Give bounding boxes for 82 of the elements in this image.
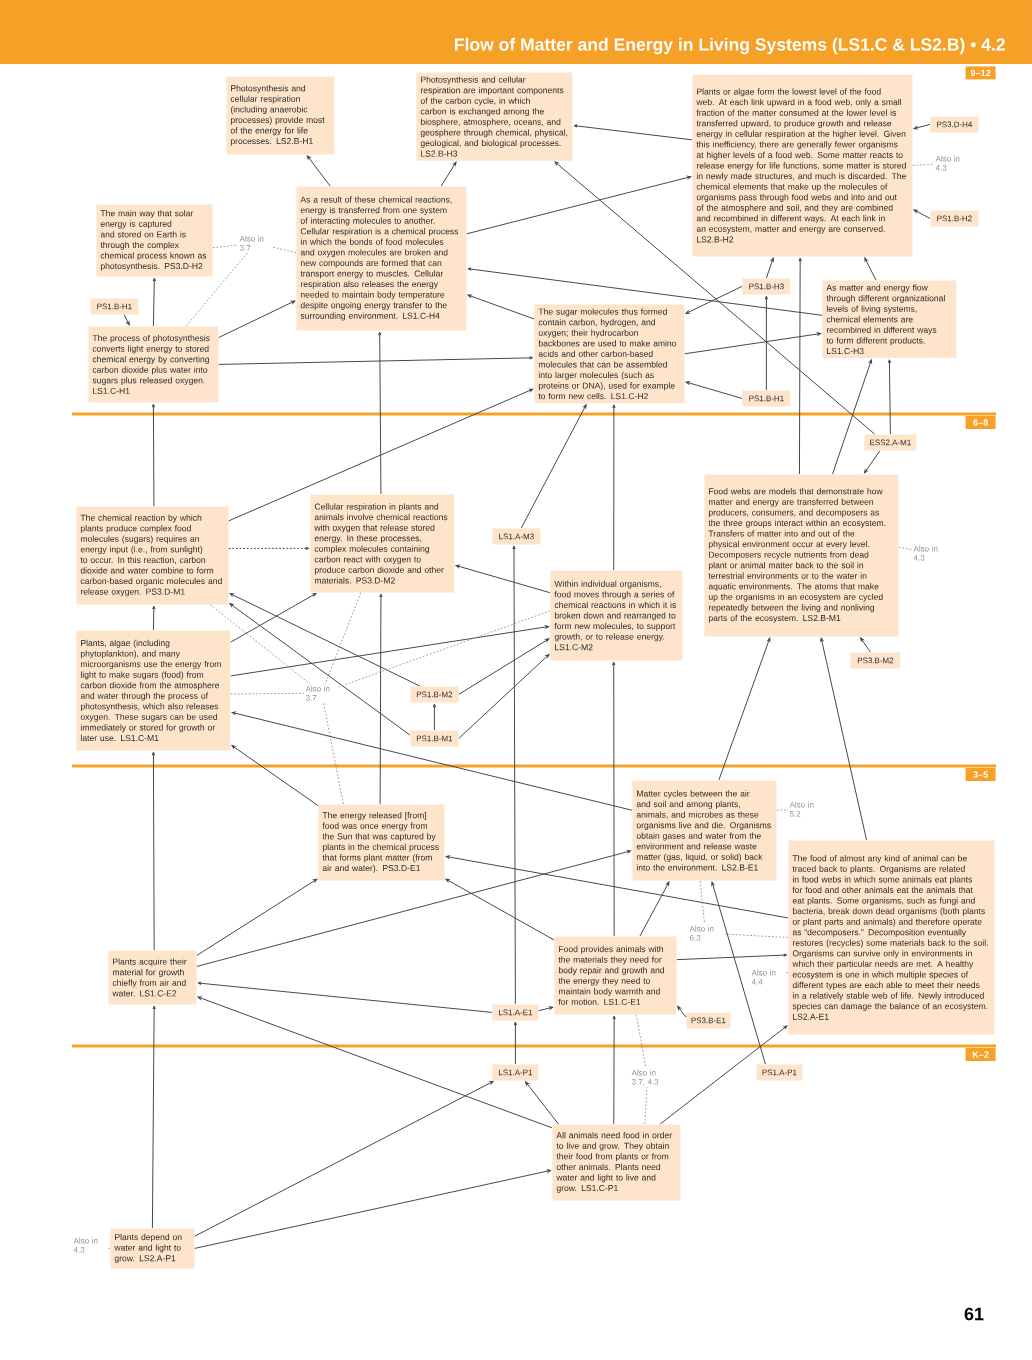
arrow <box>152 277 156 327</box>
arrow <box>458 653 550 739</box>
arrow <box>229 593 421 687</box>
arrow <box>445 855 789 919</box>
arrow <box>231 711 633 811</box>
arrow <box>197 981 493 1013</box>
connector-line <box>776 809 789 811</box>
arrow <box>913 209 931 219</box>
arrow <box>196 878 318 956</box>
arrow <box>798 257 802 475</box>
page-number: 61 <box>964 1307 984 1321</box>
arrow <box>218 356 534 365</box>
arrow <box>612 1015 616 1125</box>
arrow <box>765 257 774 279</box>
connector-line <box>722 933 789 938</box>
arrow <box>887 359 892 435</box>
arrow <box>832 359 873 475</box>
arrow <box>538 1006 554 1012</box>
arrow <box>197 996 553 1129</box>
connector-line <box>209 604 311 685</box>
connector-line <box>644 1086 648 1125</box>
arrow <box>684 332 822 355</box>
connector-line <box>338 610 551 688</box>
arrow <box>864 257 877 281</box>
connector-line <box>324 592 362 685</box>
arrow <box>711 881 766 1065</box>
arrow <box>512 545 516 1005</box>
arrow <box>467 294 535 320</box>
arrow <box>458 638 550 695</box>
arrow <box>151 403 155 507</box>
arrow <box>151 1005 156 1229</box>
arrow <box>152 605 156 631</box>
arrow <box>455 564 551 594</box>
arrow <box>718 637 771 781</box>
connector-line <box>272 246 297 254</box>
arrow <box>913 123 931 130</box>
arrow <box>432 703 436 731</box>
arrow <box>520 404 587 529</box>
connector-line <box>699 880 706 925</box>
arrow <box>525 1081 559 1125</box>
arrow <box>230 593 317 643</box>
arrow <box>639 881 670 937</box>
connector-line <box>912 163 935 166</box>
arrow <box>228 546 310 550</box>
arrow <box>820 637 868 841</box>
connector-line <box>635 1014 647 1069</box>
connector-line <box>230 692 305 695</box>
arrow <box>513 1021 517 1065</box>
arrow <box>685 381 743 399</box>
connector-line <box>898 546 913 551</box>
arrow <box>194 1080 494 1237</box>
arrow <box>379 593 383 805</box>
arrow <box>612 404 616 571</box>
connector-line <box>185 251 249 327</box>
arrow <box>378 331 382 495</box>
arrow <box>467 267 823 316</box>
arrow <box>659 1025 788 1125</box>
arrow <box>573 124 693 141</box>
arrow <box>440 161 457 187</box>
arrow <box>196 850 632 967</box>
arrow <box>230 625 550 677</box>
arrow <box>229 603 411 736</box>
arrow <box>231 745 319 807</box>
arrow <box>445 878 555 941</box>
arrow <box>151 751 155 951</box>
arrow <box>685 285 743 314</box>
arrow <box>612 661 616 937</box>
arrow <box>306 155 331 187</box>
arrow <box>123 314 130 326</box>
arrow <box>194 1169 552 1249</box>
connector-line <box>322 701 344 805</box>
arrow <box>218 300 296 339</box>
arrow <box>677 1005 687 1018</box>
arrow <box>466 175 692 235</box>
arrow <box>228 388 534 522</box>
arrow <box>554 161 876 435</box>
arrow <box>864 450 881 474</box>
arrow <box>764 295 768 391</box>
title-bar: Flow of Matter and Energy in Living Systems (LS1.C & LS2.B) • 4.2 <box>0 0 1032 64</box>
arrow <box>676 953 788 961</box>
arrow <box>860 637 871 653</box>
connector-line <box>212 244 239 249</box>
